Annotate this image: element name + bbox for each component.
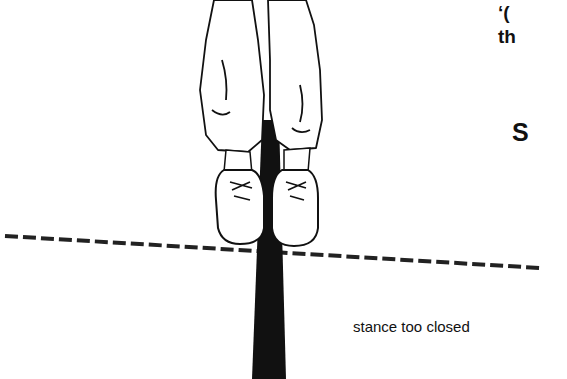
fragment-label: th — [498, 26, 516, 48]
shoes — [216, 170, 318, 246]
caption-label: stance too closed — [353, 318, 470, 335]
fragment-label: S — [512, 118, 529, 147]
trousers — [200, 0, 322, 152]
fragment-label: ‘( — [498, 2, 510, 24]
black-line — [252, 120, 286, 379]
